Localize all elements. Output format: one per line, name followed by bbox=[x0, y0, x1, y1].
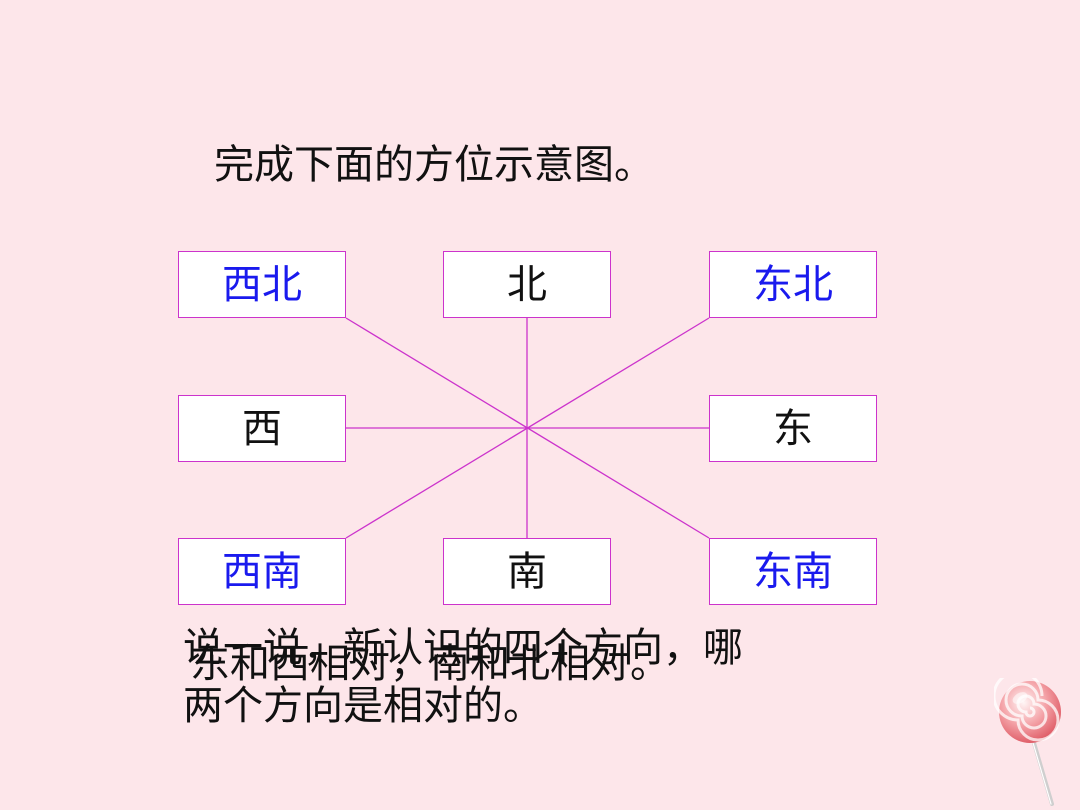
box-north: 北 bbox=[443, 251, 611, 318]
question-line-1: 说一说，新认识的四个方向，哪 bbox=[183, 625, 743, 671]
box-south: 南 bbox=[443, 538, 611, 605]
box-southwest: 西南 bbox=[178, 538, 346, 605]
box-west: 西 bbox=[178, 395, 346, 462]
lollipop-icon bbox=[994, 678, 1061, 806]
box-southeast: 东南 bbox=[709, 538, 877, 605]
answer-text: 东和西相对，南和北相对。 bbox=[190, 641, 670, 687]
box-northeast: 东北 bbox=[709, 251, 877, 318]
box-east: 东 bbox=[709, 395, 877, 462]
box-northwest: 西北 bbox=[178, 251, 346, 318]
instruction-title: 完成下面的方位示意图。 bbox=[214, 142, 654, 188]
question-line-2: 两个方向是相对的。 bbox=[183, 683, 543, 729]
